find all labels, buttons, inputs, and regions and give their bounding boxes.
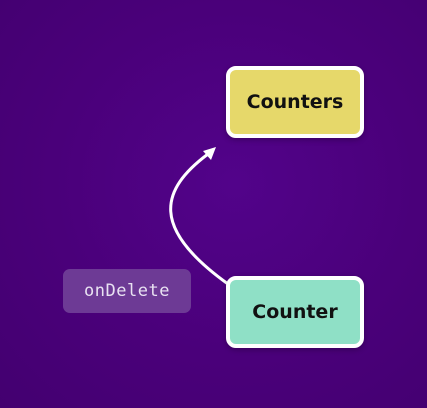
counters-node-label: Counters (246, 91, 344, 113)
counters-node: Counters (226, 66, 364, 138)
counter-node: Counter (226, 276, 364, 348)
ondelete-arrow-path (169, 152, 230, 286)
counter-node-label: Counter (252, 301, 338, 323)
ondelete-arrowhead-icon (203, 147, 216, 160)
ondelete-event-label: onDelete (63, 269, 191, 313)
ondelete-event-text: onDelete (84, 281, 170, 301)
